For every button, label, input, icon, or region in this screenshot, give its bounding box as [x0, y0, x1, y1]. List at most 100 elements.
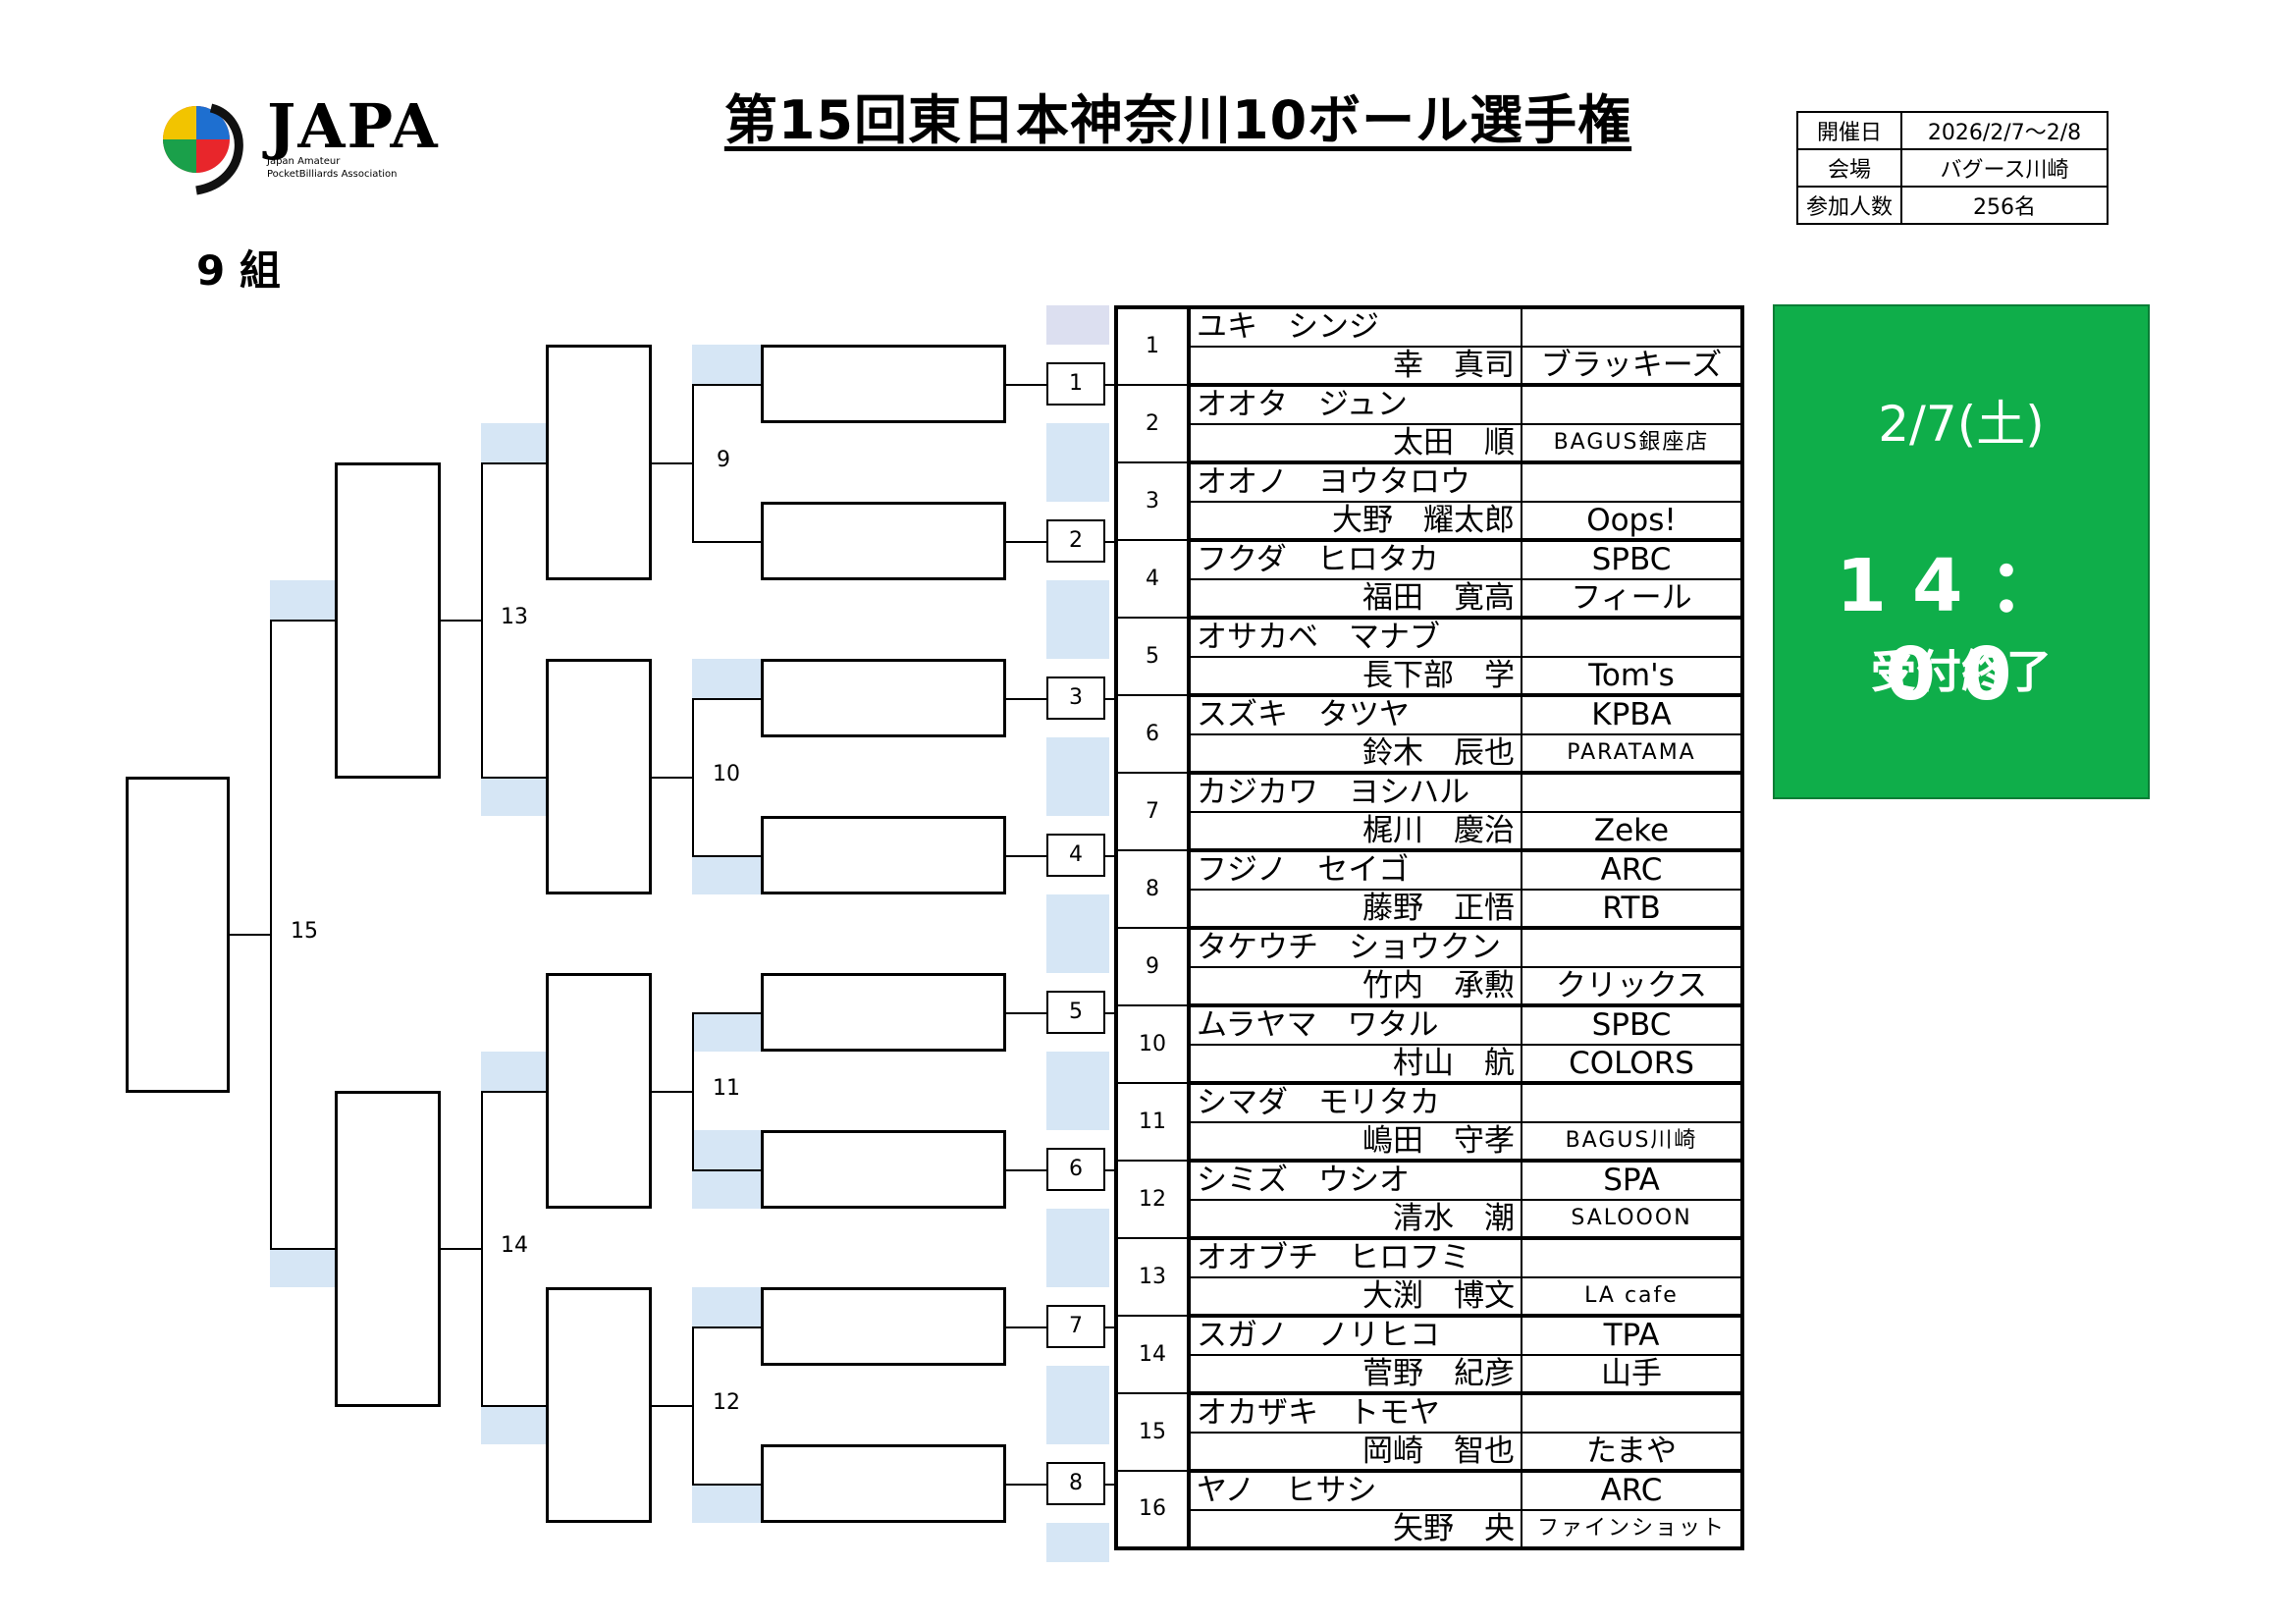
bracket-shade: [692, 1169, 761, 1209]
club-top: [1521, 772, 1743, 813]
group-label: 9 組: [196, 246, 281, 295]
r2-slot: [546, 659, 652, 894]
bracket-line: [652, 1405, 694, 1407]
bracket-shade: [692, 659, 761, 698]
r1-slot: [761, 816, 1006, 894]
bracket-line: [692, 1169, 761, 1171]
player-name: 大野 耀太郎: [1188, 500, 1522, 542]
club-top: KPBA: [1521, 694, 1743, 735]
player-row-bottom: 岡崎 智也たまや: [1116, 1431, 1743, 1473]
seed-number: 15: [1115, 1392, 1191, 1472]
player-name: 長下部 学: [1188, 655, 1522, 697]
seed-number: 1: [1115, 306, 1191, 386]
schedule-time: 14：00: [1836, 544, 2087, 717]
club-bottom: BAGUS川崎: [1521, 1120, 1743, 1163]
bracket-line: [1105, 1484, 1114, 1486]
r1-slot: [761, 1130, 1006, 1209]
club-top: [1521, 617, 1743, 658]
count-value: 256名: [1900, 186, 2109, 225]
club-top: [1521, 1392, 1743, 1434]
venue-value: バグース川崎: [1900, 148, 2109, 188]
bracket-line: [1006, 1326, 1046, 1328]
player-name: 嶋田 守孝: [1188, 1120, 1522, 1163]
club-top: ARC: [1521, 849, 1743, 891]
r2-match-number: 11: [713, 1076, 740, 1101]
bracket-shade: [270, 580, 335, 620]
r1-match-number: 5: [1046, 991, 1105, 1034]
bracket-shade: [692, 1484, 761, 1523]
bracket-line: [1006, 1012, 1046, 1014]
club-bottom: COLORS: [1521, 1043, 1743, 1085]
player-row-bottom: 幸 真司ブラッキーズ: [1116, 345, 1743, 387]
bracket-line: [1006, 698, 1046, 700]
seed-number: 10: [1115, 1004, 1191, 1084]
club-bottom: クリックス: [1521, 965, 1743, 1007]
bracket-shade: [1046, 894, 1109, 973]
club-top: ARC: [1521, 1470, 1743, 1511]
r1-slot: [761, 1287, 1006, 1366]
player-name: 福田 寛高: [1188, 577, 1522, 620]
bracket-line: [1105, 698, 1114, 700]
bracket-shade: [692, 345, 761, 384]
bracket-shade: [1046, 423, 1109, 502]
schedule-date: 2/7(土): [1878, 396, 2045, 453]
player-name: 太田 順: [1188, 422, 1522, 464]
r2-slot: [546, 1287, 652, 1523]
venue-label: 会場: [1796, 148, 1902, 188]
bracket-shade: [1046, 1052, 1109, 1130]
bracket-line: [1006, 855, 1046, 857]
club-top: [1521, 306, 1743, 348]
schedule-note: 受付終了: [1871, 645, 2052, 698]
r1-slot: [761, 1444, 1006, 1523]
seed-number: 4: [1115, 539, 1191, 619]
r1-match-number: 2: [1046, 519, 1105, 563]
bracket-shade: [481, 1405, 546, 1444]
club-top: SPBC: [1521, 1004, 1743, 1046]
player-name: 鈴木 辰也: [1188, 732, 1522, 775]
r1-match-number: 3: [1046, 677, 1105, 720]
player-name: 梶川 慶治: [1188, 810, 1522, 852]
club-top: [1521, 461, 1743, 503]
r2-slot: [546, 345, 652, 580]
logo-subtitle: Japan Amateur PocketBilliards Associatio…: [267, 155, 398, 181]
r2-match-number: 10: [713, 762, 740, 786]
page-title: 第15回東日本神奈川10ボール選手権: [723, 89, 1632, 151]
player-kana: スズキ タツヤ: [1188, 694, 1522, 735]
bracket-line: [692, 855, 761, 857]
r2-match-number: 9: [717, 448, 730, 472]
date-value: 2026/2/7～2/8: [1900, 111, 2109, 150]
player-name: 村山 航: [1188, 1043, 1522, 1085]
bracket-shade: [1046, 1366, 1109, 1444]
player-kana: タケウチ ショウクン: [1188, 927, 1522, 968]
club-bottom: SALOOON: [1521, 1198, 1743, 1240]
club-bottom: たまや: [1521, 1431, 1743, 1473]
club-top: TPA: [1521, 1315, 1743, 1356]
bracket-line: [230, 934, 272, 936]
bracket-shade: [1046, 1523, 1109, 1562]
r1-slot: [761, 973, 1006, 1052]
bracket-line: [692, 1012, 761, 1014]
bracket-shade: [692, 855, 761, 894]
club-bottom: LA cafe: [1521, 1275, 1743, 1318]
r1-slot: [761, 659, 1006, 737]
club-top: [1521, 1237, 1743, 1278]
player-row-bottom: 竹内 承勲クリックス: [1116, 965, 1743, 1007]
club-top: [1521, 384, 1743, 425]
bracket-line: [441, 1248, 483, 1250]
club-bottom: ファインショット: [1521, 1508, 1743, 1550]
player-kana: オカザキ トモヤ: [1188, 1392, 1522, 1434]
bracket-line: [481, 1405, 546, 1407]
bracket-line: [1006, 1484, 1046, 1486]
r1-slot: [761, 502, 1006, 580]
player-row-bottom: 矢野 央ファインショット: [1116, 1508, 1743, 1550]
